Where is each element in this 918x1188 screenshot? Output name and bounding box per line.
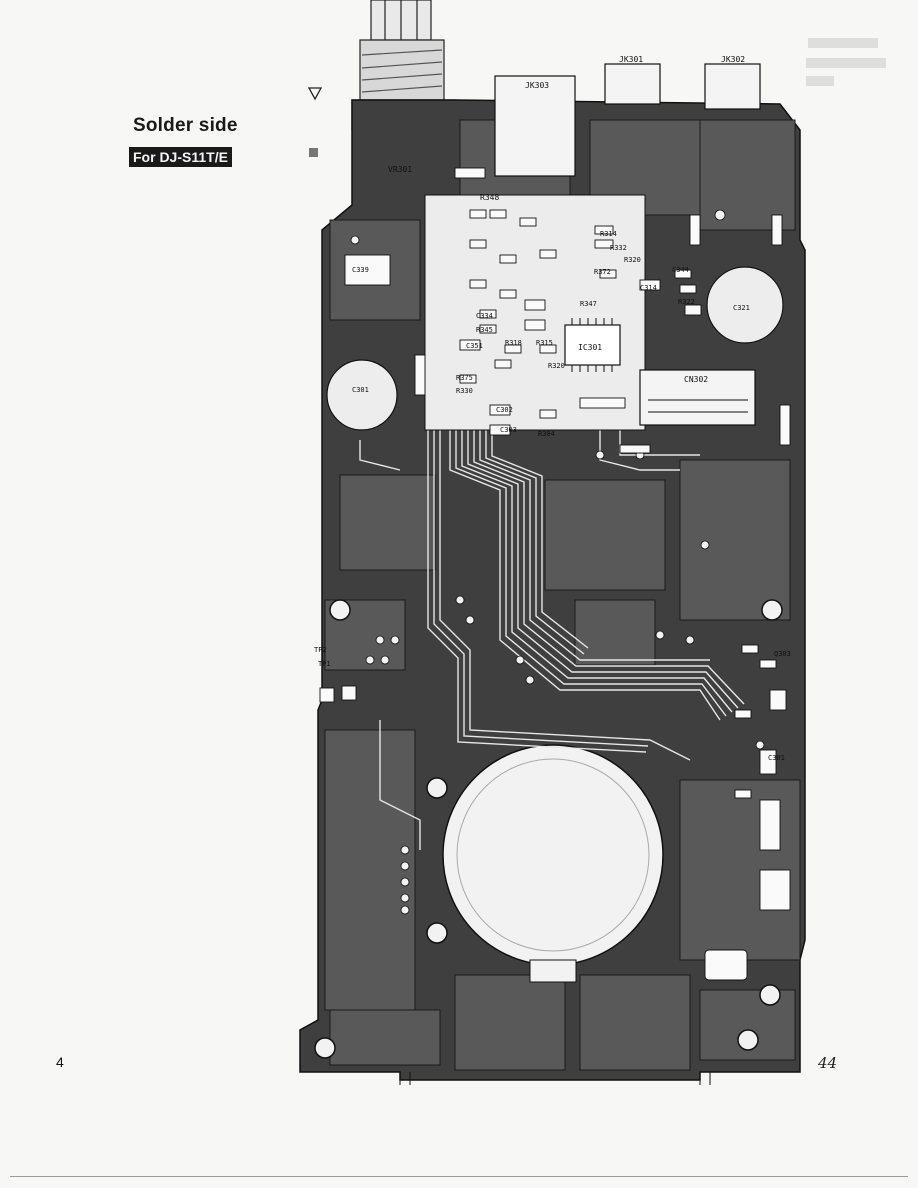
svg-text:C301: C301 <box>352 386 369 394</box>
model-tag: For DJ-S11T/E <box>129 147 232 167</box>
page-heading: Solder side <box>133 115 238 136</box>
svg-text:R304: R304 <box>538 430 555 438</box>
svg-text:C351: C351 <box>466 342 483 350</box>
svg-text:C303: C303 <box>500 426 517 434</box>
svg-text:R322: R322 <box>678 298 695 306</box>
svg-text:Q303: Q303 <box>774 650 791 658</box>
svg-text:C334: C334 <box>476 312 493 320</box>
bottom-rule <box>10 1176 908 1177</box>
svg-text:R347: R347 <box>580 300 597 308</box>
svg-text:IC301: IC301 <box>578 343 602 352</box>
svg-text:C339: C339 <box>352 266 369 274</box>
svg-text:C344: C344 <box>672 266 689 274</box>
svg-text:C301: C301 <box>768 754 785 762</box>
jk302-jack <box>704 63 761 110</box>
handwritten-page-number: 44 <box>818 1054 838 1072</box>
jk303-jack <box>494 75 576 177</box>
cn302-connector <box>639 369 756 426</box>
page-number: 4 <box>56 1054 64 1070</box>
svg-text:R375: R375 <box>456 374 473 382</box>
trace-bundle <box>359 420 745 850</box>
vias <box>350 209 765 915</box>
svg-text:R314: R314 <box>600 230 617 238</box>
triangle-marker-icon <box>307 87 323 101</box>
battery-circle <box>442 744 664 966</box>
svg-text:R320: R320 <box>548 362 565 370</box>
svg-text:R348: R348 <box>480 193 499 202</box>
c301-capacitor <box>326 359 398 431</box>
svg-text:JK303: JK303 <box>525 81 549 90</box>
svg-text:JK301: JK301 <box>619 55 643 64</box>
svg-text:TP2: TP2 <box>314 646 327 654</box>
svg-text:C321: C321 <box>733 304 750 312</box>
bleed-through-text <box>806 38 886 86</box>
svg-text:JK302: JK302 <box>721 55 745 64</box>
svg-text:VR301: VR301 <box>388 165 412 174</box>
svg-text:R315: R315 <box>536 339 553 347</box>
svg-text:CN302: CN302 <box>684 375 708 384</box>
svg-text:R345: R345 <box>476 326 493 334</box>
square-marker-icon <box>309 148 318 157</box>
mounting-holes <box>314 599 783 1059</box>
svg-text:R330: R330 <box>456 387 473 395</box>
svg-text:TP1: TP1 <box>318 660 331 668</box>
small-parts <box>319 167 791 981</box>
svg-text:R332: R332 <box>610 244 627 252</box>
ic301-chip <box>564 324 621 366</box>
bottom-edge-tabs <box>399 1072 711 1085</box>
svg-text:R372: R372 <box>594 268 611 276</box>
svg-text:C302: C302 <box>496 406 513 414</box>
svg-text:R318: R318 <box>505 339 522 347</box>
c321-capacitor <box>706 266 784 344</box>
svg-text:R320: R320 <box>624 256 641 264</box>
jk301-jack <box>604 63 661 105</box>
svg-text:C314: C314 <box>640 284 657 292</box>
